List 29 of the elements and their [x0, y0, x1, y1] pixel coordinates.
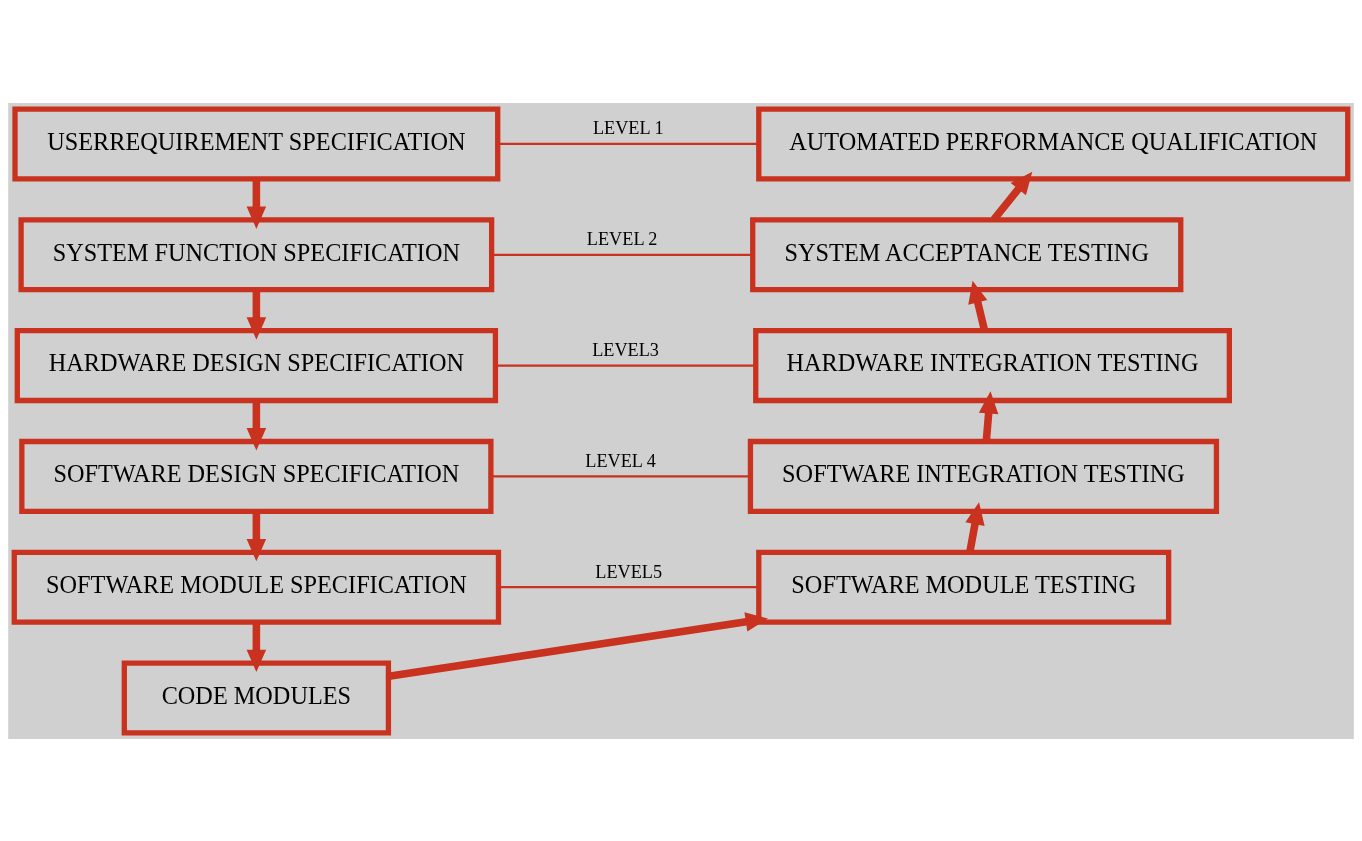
arrow [246, 178, 267, 229]
edge-label: LEVEL 2 [586, 228, 658, 249]
node-box: SOFTWARE MODULE SPECIFICATION [11, 549, 502, 625]
edge-label: LEVEL 1 [592, 117, 664, 138]
arrow [978, 390, 999, 441]
arrow [965, 501, 985, 552]
arrow [968, 280, 989, 331]
node-box: HARDWARE INTEGRATION TESTING [753, 327, 1232, 403]
node-box: CODE MODULES [121, 659, 392, 736]
arrow [246, 621, 267, 672]
connector [491, 253, 753, 256]
edge-label: LEVEL 4 [585, 450, 656, 471]
node-box: AUTOMATED PERFORMANCE QUALIFICATION [756, 105, 1351, 182]
edge-label: LEVEL3 [592, 339, 659, 360]
node-box: SYSTEM ACCEPTANCE TESTING [750, 216, 1184, 292]
node-box: HARDWARE DESIGN SPECIFICATION [14, 327, 499, 403]
arrow [246, 400, 267, 450]
connector [490, 474, 751, 478]
arrow [246, 289, 267, 340]
node-box: USERREQUIREMENT SPECIFICATION [12, 105, 501, 182]
node-box: SOFTWARE INTEGRATION TESTING [747, 438, 1220, 514]
node-box: SOFTWARE DESIGN SPECIFICATION [19, 438, 494, 514]
arrow [388, 611, 768, 680]
edge-label: LEVEL5 [595, 561, 662, 581]
node-box: SOFTWARE MODULE TESTING [756, 549, 1172, 625]
node-box: SYSTEM FUNCTION SPECIFICATION [18, 216, 495, 292]
connector [498, 142, 759, 145]
connector [495, 363, 756, 367]
connector [498, 585, 759, 588]
